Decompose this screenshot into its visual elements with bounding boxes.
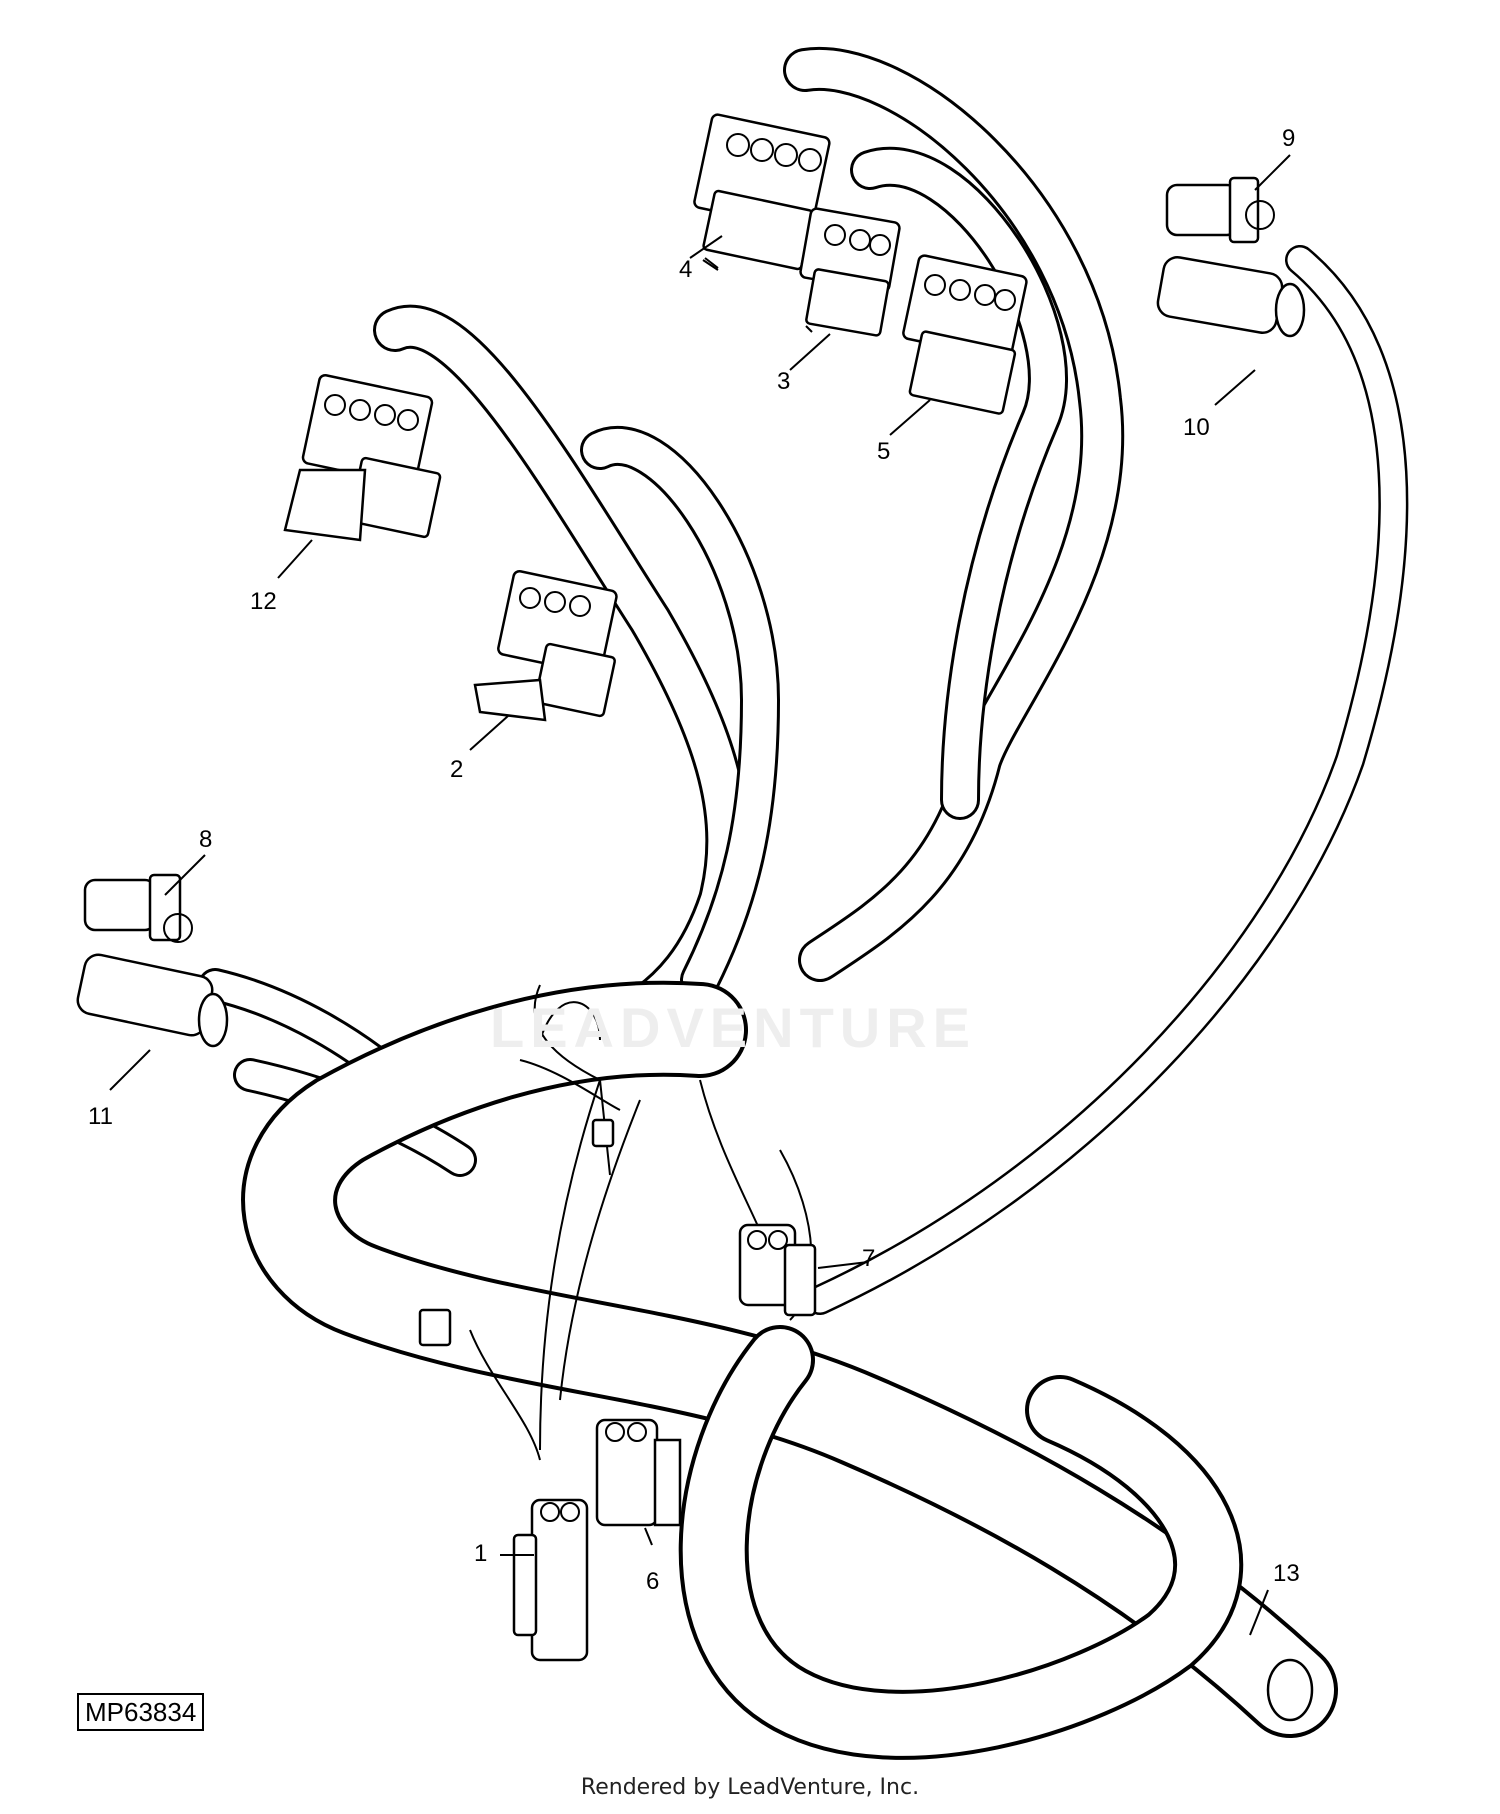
callout-9: 9	[1282, 125, 1296, 152]
callout-1: 1	[474, 1540, 488, 1567]
connector-6	[595, 1418, 682, 1527]
connector-8	[83, 873, 193, 943]
leader-lines	[109, 154, 1291, 1636]
connector-2	[473, 569, 618, 722]
callout-2: 2	[450, 756, 464, 783]
connector-7	[738, 1223, 817, 1317]
callout-3: 3	[777, 368, 791, 395]
callout-7: 7	[862, 1245, 876, 1272]
callout-13: 13	[1273, 1560, 1300, 1587]
callout-4: 4	[679, 256, 693, 283]
connector-9	[1165, 176, 1275, 244]
callout-10: 10	[1183, 414, 1210, 441]
connector-10	[1156, 256, 1306, 338]
connector-5	[902, 254, 1028, 415]
callout-6: 6	[646, 1568, 660, 1595]
callout-5: 5	[877, 438, 891, 465]
callout-11: 11	[88, 1103, 113, 1130]
callout-12: 12	[250, 588, 277, 615]
connector-3	[799, 207, 901, 337]
connector-11	[76, 953, 229, 1048]
footer-credit: Rendered by LeadVenture, Inc.	[580, 1775, 920, 1800]
watermark: LEADVENTURE	[490, 996, 977, 1059]
connector-4	[693, 113, 831, 271]
connector-12	[283, 373, 442, 542]
cable-tie	[418, 984, 615, 1347]
callout-8: 8	[199, 826, 213, 853]
drawing-id: MP63834	[77, 1693, 205, 1731]
connector-1	[512, 1498, 589, 1662]
